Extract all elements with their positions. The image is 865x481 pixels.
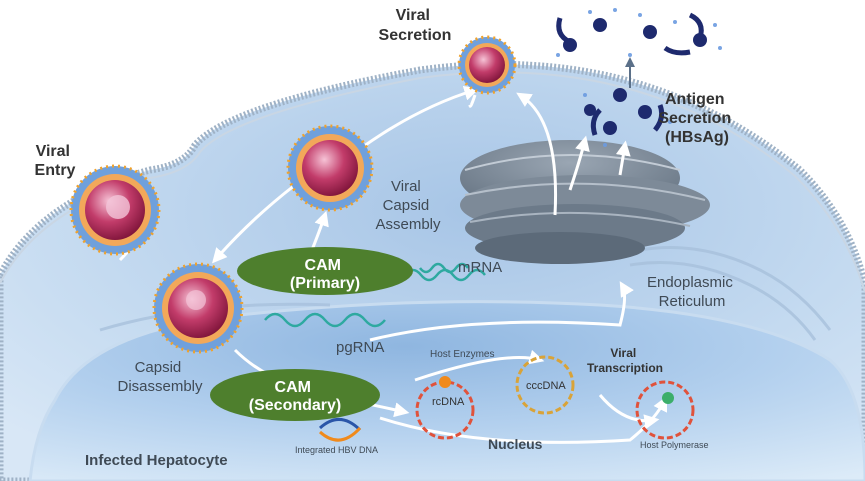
- virion-entry: [69, 164, 161, 256]
- rcdna-label: rcDNA: [432, 396, 465, 408]
- pgrna-label: pgRNA: [336, 339, 384, 356]
- host-polymerase-circle: [635, 380, 695, 440]
- cam-primary-label: CAM (Primary): [290, 257, 360, 292]
- viral-transcription-label: Viral Transcription: [587, 346, 663, 375]
- cccdna-circle: [515, 355, 575, 415]
- viral-capsid-assembly-label: Viral Capsid Assembly: [375, 178, 441, 233]
- hbsag-particles: [556, 12, 707, 136]
- endoplasmic-reticulum-label: Endoplasmic Reticulum: [647, 274, 737, 310]
- cam-secondary-label: CAM (Secondary): [249, 379, 341, 414]
- viral-entry-label: Viral Entry: [35, 143, 76, 179]
- cam-secondary-shape: [210, 369, 380, 421]
- antigen-secretion-label: Antigen Secretion (HBsAg): [658, 91, 735, 146]
- infected-hepatocyte-label: Infected Hepatocyte: [85, 452, 228, 469]
- mrna-label: mRNA: [458, 259, 502, 276]
- integrated-dna: [318, 418, 362, 442]
- rna-strands: [264, 262, 486, 328]
- virion-secretion: [457, 35, 517, 95]
- host-polymerase-label: Host Polymerase: [640, 440, 709, 450]
- capsid-disassembly-label: Capsid Disassembly: [117, 359, 203, 395]
- golgi-apparatus: [460, 140, 710, 264]
- virion-assembly: [286, 124, 374, 212]
- cccdna-label: cccDNA: [526, 380, 566, 392]
- host-enzymes-label: Host Enzymes: [430, 349, 494, 360]
- integrated-hbv-dna-label: Integrated HBV DNA: [295, 445, 378, 455]
- nucleus-label: Nucleus: [488, 436, 543, 452]
- virion-disassembly: [152, 262, 244, 354]
- cam-primary-shape: [237, 247, 413, 295]
- viral-secretion-label: Viral Secretion: [379, 7, 452, 44]
